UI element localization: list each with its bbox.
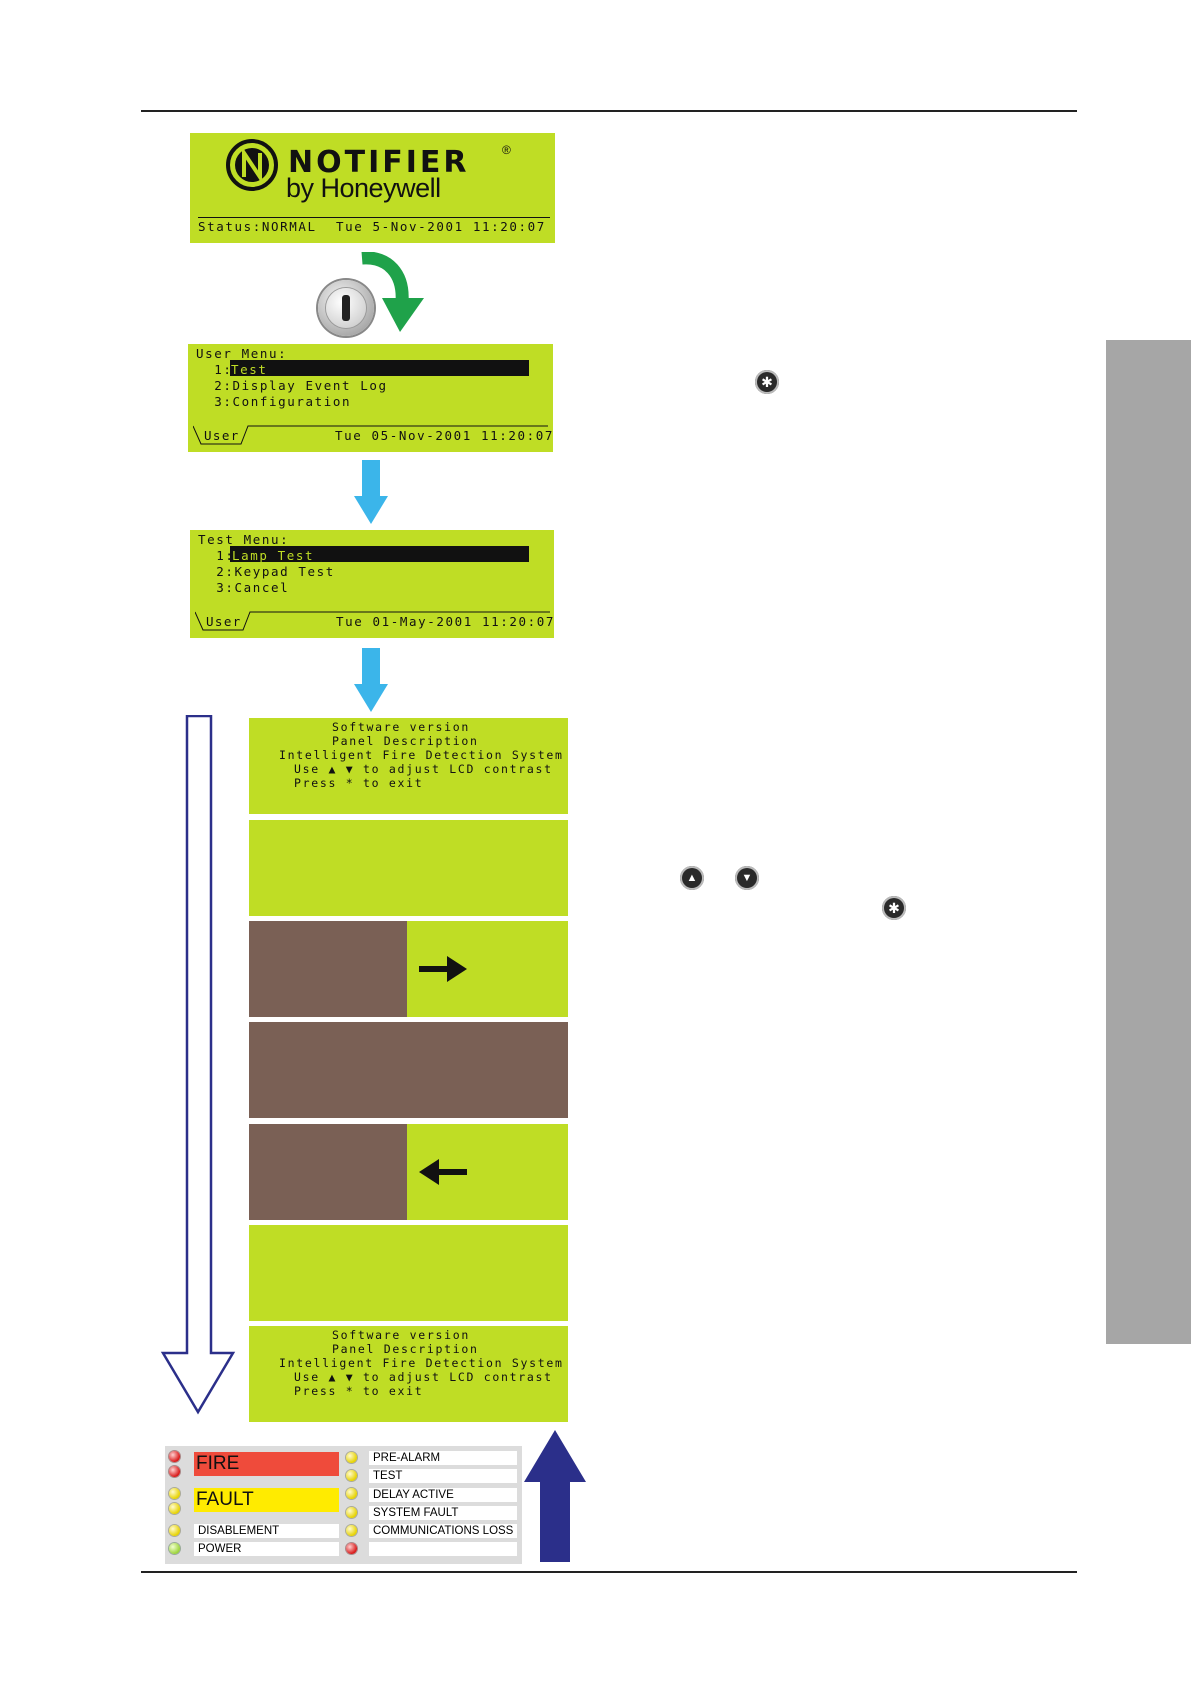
fault-indicator: FAULT (194, 1488, 339, 1512)
test-menu-item-keypad-test[interactable]: 2:Keypad Test (198, 564, 335, 579)
lamp-test-screen-4-all-dark (249, 1022, 568, 1118)
lcd-dark-full (249, 1022, 568, 1118)
down-button-icon: ▼ (735, 866, 759, 890)
side-section-tab (1106, 340, 1191, 1344)
led-indicator-panel: FIRE FAULT DISABLEMENT POWER PRE-ALARM T… (165, 1446, 522, 1564)
version-line-3: Intelligent Fire Detection System (279, 1356, 564, 1370)
test-menu-tab-label: User (206, 614, 242, 629)
down-arrow-icon (354, 460, 388, 524)
disablement-indicator: DISABLEMENT (194, 1524, 339, 1538)
asterisk-button-icon: ✱ (882, 896, 906, 920)
test-menu-selection-bar (230, 546, 529, 562)
test-menu-item-lamp-test[interactable]: Lamp Test (232, 548, 315, 563)
version-line-3: Intelligent Fire Detection System (279, 748, 564, 762)
system-fault-indicator: SYSTEM FAULT (369, 1506, 517, 1520)
power-led (169, 1543, 180, 1554)
version-line-5: Press * to exit (294, 1384, 424, 1398)
user-menu-tab-label: User (204, 428, 240, 443)
user-tab-outline (193, 425, 548, 445)
spare-indicator (369, 1542, 517, 1556)
down-glyph: ▼ (741, 871, 753, 884)
user-menu-item-configuration[interactable]: 3:Configuration (196, 394, 352, 409)
logo-lcd-screen: NOTIFIER ® by Honeywell Status:NORMAL Tu… (190, 133, 555, 243)
disablement-led (169, 1525, 180, 1536)
version-line-5: Press * to exit (294, 776, 424, 790)
brand-subtitle: by Honeywell (286, 173, 441, 203)
up-button-icon: ▲ (680, 866, 704, 890)
fire-led-1 (169, 1451, 180, 1462)
user-menu-item-display-event-log[interactable]: 2:Display Event Log (196, 378, 388, 393)
fault-led-1 (169, 1488, 180, 1499)
lamp-test-screen-3 (249, 921, 568, 1017)
delay-active-indicator: DELAY ACTIVE (369, 1488, 517, 1502)
version-line-4: Use ▲ ▼ to adjust LCD contrast (294, 762, 553, 776)
fault-led-2 (169, 1503, 180, 1514)
logo-divider (198, 217, 550, 218)
test-menu-item-cancel[interactable]: 3:Cancel (198, 580, 290, 595)
asterisk-glyph: ✱ (888, 900, 900, 916)
lcd-dark-left-half (249, 1124, 407, 1220)
user-menu-title: User Menu: (196, 346, 288, 361)
status-text: Status:NORMAL (198, 219, 317, 234)
right-arrow-icon (419, 956, 467, 982)
top-rule (141, 110, 1077, 112)
up-glyph: ▲ (686, 871, 698, 884)
brand-name: NOTIFIER (288, 145, 470, 180)
fire-led-2 (169, 1466, 180, 1477)
left-arrow-icon (419, 1159, 467, 1185)
user-menu-item-test[interactable]: Test (231, 362, 268, 377)
version-line-1: Software version (332, 1328, 470, 1342)
version-line-4: Use ▲ ▼ to adjust LCD contrast (294, 1370, 553, 1384)
test-user-tab-outline (195, 611, 550, 631)
notifier-logo-icon (226, 139, 278, 191)
test-indicator: TEST (369, 1469, 517, 1483)
power-indicator: POWER (194, 1542, 339, 1556)
version-line-2: Panel Description (332, 1342, 479, 1356)
status-datetime: Tue 5-Nov-2001 11:20:07 (336, 219, 546, 234)
test-menu-lcd: Test Menu: 1: Lamp Test 2:Keypad Test 3:… (190, 530, 554, 638)
pre-alarm-led (346, 1452, 357, 1463)
asterisk-button-icon: ✱ (755, 370, 779, 394)
version-line-2: Panel Description (332, 734, 479, 748)
pre-alarm-indicator: PRE-ALARM (369, 1451, 517, 1465)
fire-indicator: FIRE (194, 1452, 339, 1476)
up-arrow-icon (524, 1430, 586, 1562)
asterisk-glyph: ✱ (761, 374, 773, 390)
user-menu-lcd: User Menu: 1: Test 2:Display Event Log 3… (188, 344, 553, 452)
down-arrow-icon (354, 648, 388, 712)
communications-loss-led (346, 1525, 357, 1536)
user-menu-item-test-number: 1: (196, 362, 233, 377)
test-led (346, 1470, 357, 1481)
spare-led (346, 1543, 357, 1554)
sequence-down-arrow-icon (160, 715, 236, 1415)
registered-mark: ® (502, 143, 511, 157)
lamp-test-screen-2-all-green (249, 820, 568, 916)
communications-loss-indicator: COMMUNICATIONS LOSS (369, 1524, 517, 1538)
lamp-test-screen-6-all-green (249, 1225, 568, 1321)
user-menu-datetime: Tue 05-Nov-2001 11:20:07 (335, 428, 555, 443)
version-line-1: Software version (332, 720, 470, 734)
system-fault-led (346, 1507, 357, 1518)
bottom-rule (141, 1571, 1077, 1573)
key-switch-icon (318, 280, 374, 336)
delay-active-led (346, 1488, 357, 1499)
lamp-test-screen-7: Software version Panel Description Intel… (249, 1326, 568, 1422)
lcd-dark-left-half (249, 921, 407, 1017)
lamp-test-screen-1: Software version Panel Description Intel… (249, 718, 568, 814)
test-menu-datetime: Tue 01-May-2001 11:20:07 (336, 614, 556, 629)
user-menu-selection-bar (230, 360, 529, 376)
test-menu-item-lamp-test-number: 1: (198, 548, 235, 563)
test-menu-title: Test Menu: (198, 532, 290, 547)
turn-key-arrow-icon (361, 252, 424, 332)
lamp-test-screen-5 (249, 1124, 568, 1220)
